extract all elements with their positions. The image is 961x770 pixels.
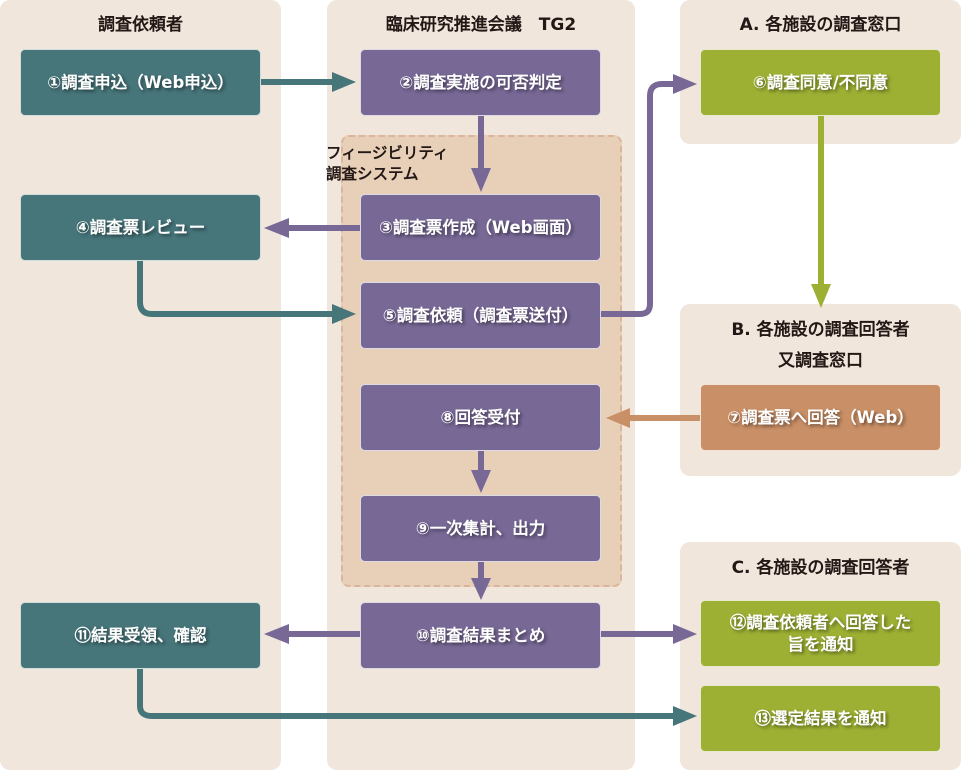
- lane-facility-c-title: C. 各施設の調査回答者: [731, 558, 910, 578]
- step-4-questionnaire-review[interactable]: ④調査票レビュー: [20, 194, 261, 261]
- step-7-answer-questionnaire[interactable]: ⑦調査票へ回答（Web）: [700, 384, 941, 451]
- step-13-notify-selection[interactable]: ⑬選定結果を通知: [700, 685, 941, 752]
- step-11-receive-results[interactable]: ⑪結果受領、確認: [20, 602, 261, 669]
- step-6-consent[interactable]: ⑥調査同意/不同意: [700, 49, 941, 116]
- arrow-6-to-7: [811, 116, 831, 308]
- step-10-summarize-results[interactable]: ⑩調査結果まとめ: [360, 602, 601, 669]
- step-2-feasibility-judgement[interactable]: ②調査実施の可否判定: [360, 49, 601, 116]
- step-12-line2: 旨を通知: [787, 634, 854, 654]
- step-1-survey-application[interactable]: ①調査申込（Web申込）: [20, 49, 261, 116]
- lane-council-title: 臨床研究推進会議 TG2: [385, 15, 577, 35]
- feasibility-system-label: フィージビリティ 調査システム: [326, 144, 449, 183]
- step-8-receive-answers[interactable]: ⑧回答受付: [360, 384, 601, 451]
- lane-facility-b-title-line1: B. 各施設の調査回答者: [731, 320, 910, 340]
- lane-facility-b-title-line2: 又調査窓口: [778, 351, 863, 371]
- step-3-create-questionnaire[interactable]: ③調査票作成（Web画面）: [360, 194, 601, 261]
- lane-requester-title: 調査依頼者: [98, 15, 183, 35]
- step-12-line1: ⑫調査依頼者へ回答した: [729, 612, 912, 632]
- step-5-survey-request[interactable]: ⑤調査依頼（調査票送付）: [360, 282, 601, 349]
- lane-facility-a-title: A. 各施設の調査窓口: [739, 15, 902, 35]
- step-12-notify-answered[interactable]: ⑫調査依頼者へ回答した 旨を通知: [700, 600, 941, 667]
- step-9-primary-aggregation[interactable]: ⑨一次集計、出力: [360, 495, 601, 562]
